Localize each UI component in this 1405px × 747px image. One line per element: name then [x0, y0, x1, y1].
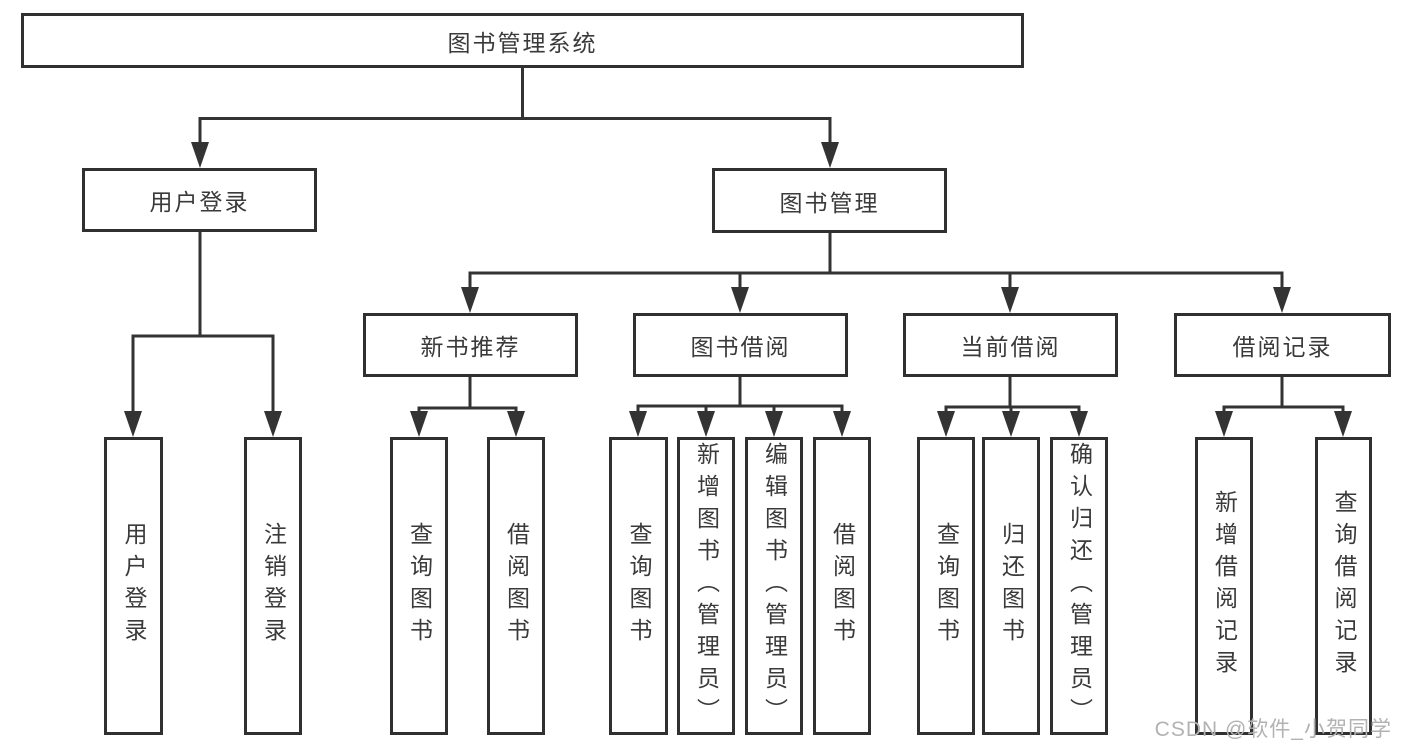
leaf-current-confirm-return-admin: 确认归还（管理员） — [1050, 437, 1108, 735]
leaf-borrowing-borrow-books-label: 借阅图书 — [829, 522, 856, 650]
arrowheads-level2 — [191, 142, 839, 168]
leaf-records-query-record: 查询借阅记录 — [1315, 437, 1372, 735]
node-borrowing-records-label: 借阅记录 — [1232, 334, 1333, 360]
leaf-records-query-record-label: 查询借阅记录 — [1331, 490, 1357, 682]
leaf-current-query-books-label: 查询图书 — [933, 522, 960, 650]
leaf-borrowing-edit-books-admin: 编辑图书（管理员） — [745, 437, 803, 735]
leaf-recommend-query-books: 查询图书 — [390, 437, 448, 735]
leaf-current-confirm-return-admin-label: 确认归还（管理员） — [1066, 442, 1093, 730]
leaf-user-login: 用户登录 — [104, 437, 163, 735]
connector-book-borrowing-to-leaves — [636, 375, 844, 416]
node-new-book-recommend-label: 新书推荐 — [420, 334, 521, 360]
leaf-records-add-record: 新增借阅记录 — [1195, 437, 1253, 735]
connector-current-borrowing-to-leaves — [944, 375, 1081, 416]
leaf-borrowing-add-books-admin-label: 新增图书（管理员） — [693, 442, 720, 730]
leaf-borrowing-add-books-admin: 新增图书（管理员） — [677, 437, 735, 735]
connector-book-management-to-level3 — [468, 231, 1284, 292]
connector-new-book-recommend-to-leaves — [417, 375, 518, 416]
node-new-book-recommend: 新书推荐 — [363, 313, 578, 377]
leaf-recommend-borrow-books-label: 借阅图书 — [503, 522, 530, 650]
leaf-recommend-query-books-label: 查询图书 — [406, 522, 433, 650]
node-root-label: 图书管理系统 — [447, 29, 598, 56]
leaf-current-return-books: 归还图书 — [982, 437, 1040, 735]
arrowheads-current-borrowing — [937, 411, 1088, 437]
node-user-login: 用户登录 — [82, 168, 317, 232]
leaf-borrowing-borrow-books: 借阅图书 — [813, 437, 871, 735]
arrowheads-level3 — [461, 287, 1291, 313]
arrowheads-user-login — [124, 411, 282, 437]
node-book-borrowing-label: 图书借阅 — [690, 334, 791, 360]
arrowheads-new-book-recommend — [410, 411, 525, 437]
csdn-watermark: CSDN @软件_小贺同学 — [1154, 718, 1392, 741]
connector-root-to-level2 — [198, 66, 832, 147]
node-book-borrowing: 图书借阅 — [633, 313, 848, 377]
node-current-borrowing-label: 当前借阅 — [960, 334, 1061, 360]
leaf-recommend-borrow-books: 借阅图书 — [487, 437, 545, 735]
node-borrowing-records: 借阅记录 — [1174, 313, 1391, 377]
leaf-current-return-books-label: 归还图书 — [998, 522, 1025, 650]
arrowheads-borrowing-records — [1215, 411, 1352, 437]
node-book-management-label: 图书管理 — [779, 189, 880, 216]
node-root-system: 图书管理系统 — [21, 13, 1024, 68]
leaf-user-login-label: 用户登录 — [121, 522, 147, 650]
leaf-borrowing-edit-books-admin-label: 编辑图书（管理员） — [761, 442, 788, 730]
leaf-current-query-books: 查询图书 — [917, 437, 975, 735]
leaf-logout-label: 注销登录 — [260, 522, 287, 650]
connector-borrowing-records-to-leaves — [1222, 375, 1345, 416]
leaf-borrowing-query-books: 查询图书 — [609, 437, 668, 735]
node-current-borrowing: 当前借阅 — [903, 313, 1118, 377]
connector-user-login-to-leaves — [131, 230, 275, 416]
leaf-borrowing-query-books-label: 查询图书 — [626, 522, 652, 650]
leaf-records-add-record-label: 新增借阅记录 — [1211, 490, 1238, 682]
node-user-login-label: 用户登录 — [149, 189, 250, 215]
node-book-management: 图书管理 — [712, 168, 947, 233]
arrowheads-book-borrowing — [629, 411, 851, 437]
leaf-logout: 注销登录 — [244, 437, 302, 735]
